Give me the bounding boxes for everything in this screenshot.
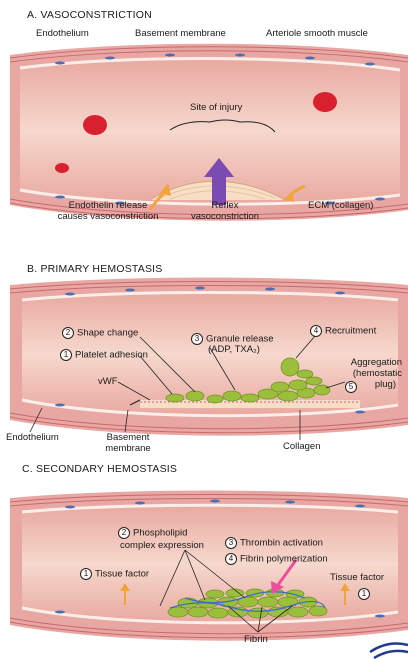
step-number: 1 — [358, 588, 370, 600]
red-blood-cell — [55, 163, 69, 173]
granule-release-label-line2: (ADP, TXA₂) — [208, 344, 260, 355]
arteriole-smooth-muscle-label: Arteriole smooth muscle — [266, 28, 368, 39]
basement-membrane-label-a: Basement membrane — [135, 28, 226, 39]
step-number: 4 — [225, 553, 237, 565]
basement-label-b-line2: membrane — [98, 443, 158, 454]
panel-c-heading: C. SECONDARY HEMOSTASIS — [22, 463, 177, 475]
panel-b-heading: B. PRIMARY HEMOSTASIS — [27, 263, 162, 275]
step-number: 2 — [118, 527, 130, 539]
phospholipid-label-line2: complex expression — [120, 540, 204, 551]
step-number: 1 — [80, 568, 92, 580]
endothelium-label-a: Endothelium — [36, 28, 89, 39]
endothelin-label-line1: Endothelin release — [48, 200, 168, 211]
site-of-injury-label: Site of injury — [190, 102, 242, 113]
red-blood-cell — [313, 92, 337, 112]
step-number: 4 — [310, 325, 322, 337]
vessel-a — [10, 44, 408, 221]
vwf-label: vWF — [98, 376, 118, 387]
recruited-platelet — [281, 358, 299, 376]
panel-a-heading: A. VASOCONSTRICTION — [27, 9, 152, 21]
aggregation-step: 5 — [345, 381, 360, 393]
step-number: 2 — [62, 327, 74, 339]
tissue-factor-right-label: Tissue factor — [330, 572, 384, 583]
red-blood-cell — [83, 115, 107, 135]
endothelin-label-line2: causes vasoconstriction — [48, 211, 168, 222]
step-number: 5 — [345, 381, 357, 393]
tissue-factor-right-step: 1 — [358, 588, 373, 600]
aggregation-label-line1: Aggregation — [330, 357, 402, 368]
collagen-label: Collagen — [283, 441, 321, 452]
reflex-label-line1: Reflex — [185, 200, 265, 211]
vessel-c — [10, 491, 408, 641]
reflex-label-line2: vasoconstriction — [175, 211, 275, 222]
aggregation-label-line2: (hemostatic — [330, 368, 402, 379]
fibrin-label: Fibrin — [244, 634, 268, 645]
logo-corner — [370, 644, 408, 658]
step-number: 1 — [60, 349, 72, 361]
step-number: 3 — [191, 333, 203, 345]
basement-label-b-line1: Basement — [98, 432, 158, 443]
step-number: 3 — [225, 537, 237, 549]
ecm-label: ECM (collagen) — [308, 200, 373, 211]
endothelium-label-b: Endothelium — [6, 432, 59, 443]
